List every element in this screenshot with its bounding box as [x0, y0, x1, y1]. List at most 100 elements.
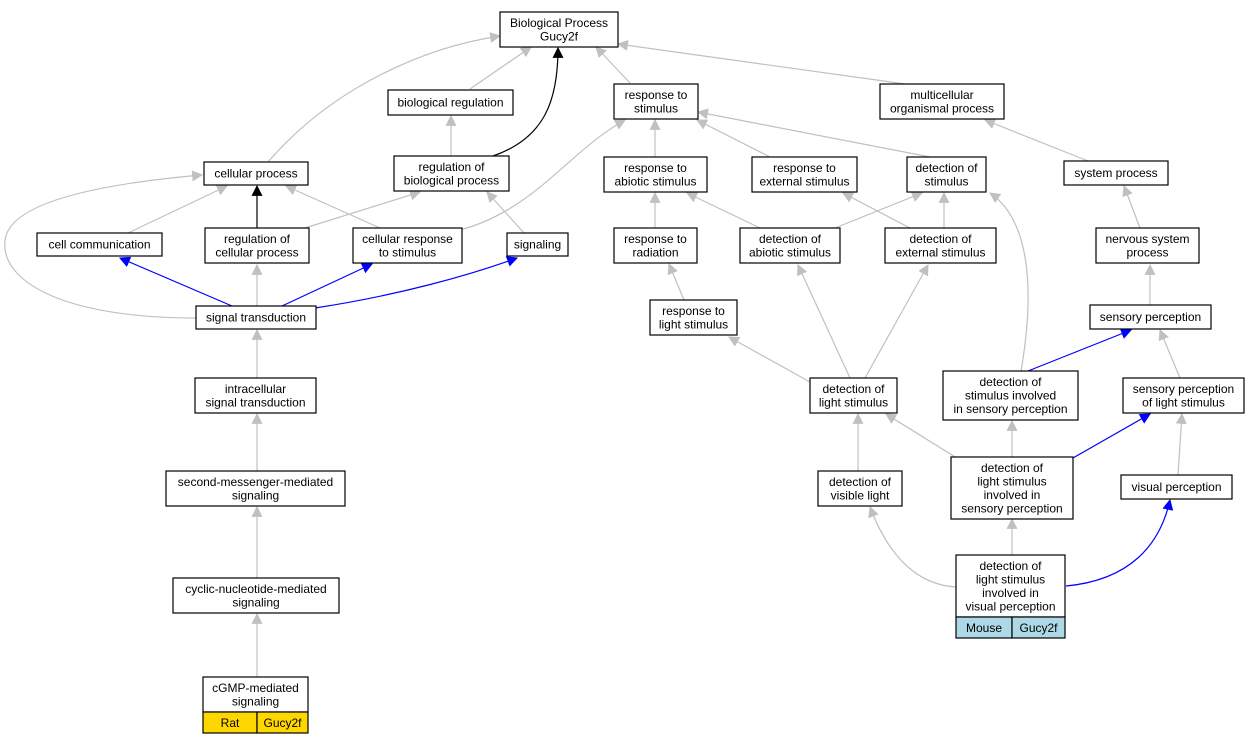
- node-label: detection of: [829, 475, 892, 489]
- edge-sysproc-multi: [983, 118, 1089, 162]
- edge-sigtrans-cell_resp: [281, 263, 373, 307]
- node-label: involved in: [984, 488, 1041, 502]
- edge-reg_cell-reg_bio: [304, 189, 422, 229]
- node-box: [906, 156, 987, 193]
- node-box: [1120, 474, 1233, 500]
- node-cellcomm[interactable]: cell communication: [36, 232, 163, 257]
- node-label: to stimulus: [379, 245, 436, 259]
- annotation-row-cgmp: Rat Gucy2f: [202, 711, 309, 734]
- gene-label: Gucy2f: [263, 716, 302, 730]
- node-box: [506, 232, 569, 257]
- edge-cellcomm-cellproc: [127, 185, 228, 234]
- node-label: light stimulus: [819, 395, 888, 409]
- node-box: [387, 89, 514, 116]
- node-box: [165, 470, 346, 507]
- node-box: [195, 305, 317, 330]
- edge-reg_bio-root: [492, 46, 564, 157]
- node-bioreg[interactable]: biological regulation: [387, 89, 514, 116]
- edge-cell_resp-cellproc: [284, 185, 381, 229]
- node-label: detection of: [979, 559, 1042, 573]
- node-box: [203, 161, 309, 186]
- node-box: [942, 370, 1079, 421]
- edges: [4, 32, 1187, 677]
- edge-det_abiotic-resp_abiotic: [686, 192, 761, 229]
- node-box: [955, 554, 1066, 618]
- node-box: [36, 232, 163, 257]
- node-sigtrans[interactable]: signal transduction: [195, 305, 317, 330]
- node-label: stimulus involved: [965, 389, 1056, 403]
- node-box: [1122, 377, 1245, 414]
- gene-cell: [1011, 616, 1066, 639]
- node-label: process: [1126, 245, 1168, 259]
- node-label: cGMP-mediated: [212, 681, 299, 695]
- node-box: [739, 227, 841, 264]
- edge-det_light_sens-det_light: [885, 413, 961, 461]
- species-label: Rat: [221, 716, 240, 730]
- node-label: abiotic stimulus: [614, 174, 696, 188]
- node-label: light stimulus: [977, 474, 1046, 488]
- node-sens_perc[interactable]: sensory perception: [1089, 304, 1212, 330]
- edge-det_light-resp_light: [728, 336, 811, 383]
- node-label: biological process: [404, 173, 499, 187]
- node-signaling[interactable]: signaling: [506, 232, 569, 257]
- node-label: detection of: [979, 375, 1042, 389]
- node-label: light stimulus: [976, 572, 1045, 586]
- edge-nervous-sysproc: [1122, 184, 1141, 229]
- node-label: signal transduction: [205, 395, 305, 409]
- node-label: response to: [773, 161, 836, 175]
- edge-det_light-det_ext: [864, 264, 929, 379]
- node-label: signaling: [232, 694, 279, 708]
- node-box: [649, 299, 738, 336]
- node-label: cyclic-nucleotide-mediated: [185, 582, 326, 596]
- node-label: sensory perception: [1100, 310, 1201, 324]
- node-cellproc[interactable]: cellular process: [203, 161, 309, 186]
- node-label: detection of: [981, 461, 1044, 475]
- edge-det_ext-resp_ext: [842, 192, 911, 229]
- node-visual[interactable]: visual perception: [1120, 474, 1233, 500]
- node-label: sensory perception: [961, 501, 1062, 515]
- node-box: [204, 227, 310, 264]
- edge-det_sens-sens_perc: [1027, 328, 1133, 372]
- node-box: [613, 83, 699, 120]
- node-label: response to: [625, 88, 688, 102]
- edge-cellproc-root: [267, 32, 502, 163]
- node-label: signaling: [514, 238, 561, 252]
- node-box: [613, 227, 698, 264]
- edge-det_light-det_abiotic: [797, 264, 851, 379]
- node-label: intracellular: [225, 382, 286, 396]
- node-sysproc[interactable]: system process: [1063, 160, 1169, 186]
- node-box: [809, 377, 898, 414]
- edge-det_light_vis-det_vis: [868, 505, 957, 588]
- node-label: stimulus: [924, 174, 968, 188]
- node-label: multicellular: [910, 88, 973, 102]
- node-box: [1063, 160, 1169, 186]
- node-box: [352, 227, 463, 264]
- node-label: cellular process: [215, 245, 298, 259]
